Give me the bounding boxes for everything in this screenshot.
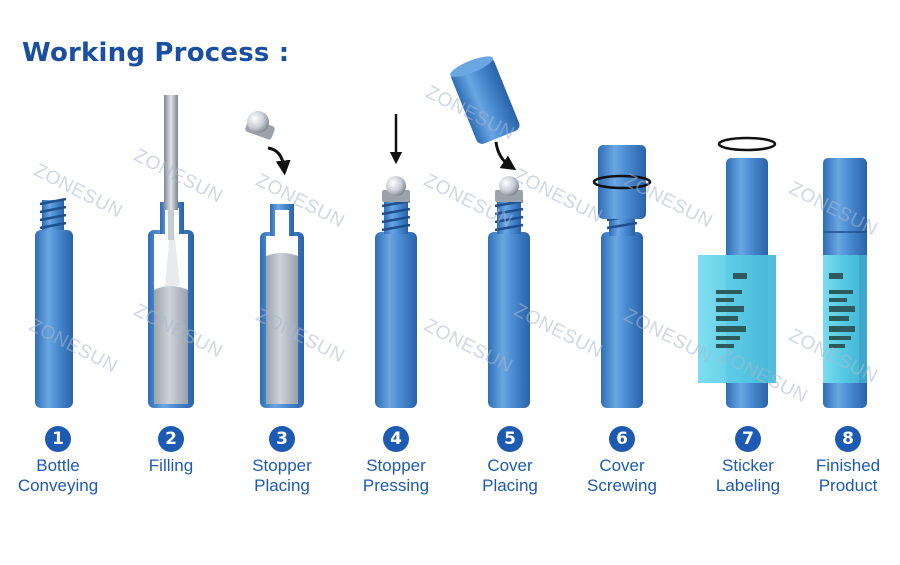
step-label-line2: Product — [818, 476, 878, 495]
step-number-badge: 6 — [609, 426, 635, 452]
bottle-5-cover-placing — [450, 56, 530, 408]
step-number-badge: 7 — [735, 426, 761, 452]
step-5: 5 Cover Placing — [455, 426, 565, 496]
bottle-4-stopper-pressing — [375, 114, 417, 408]
step-4: 4 Stopper Pressing — [341, 426, 451, 496]
bottle-6-cover-screwing — [592, 145, 652, 408]
step-6: 6 Cover Screwing — [567, 426, 677, 496]
bottle-8-finished-product — [823, 158, 867, 408]
step-number-badge: 8 — [835, 426, 861, 452]
bottle-3-stopper-placing — [245, 111, 304, 408]
bottle-7-sticker-labeling — [698, 136, 777, 408]
step-label-line1: Bottle — [36, 456, 80, 475]
rotate-arrow-icon — [592, 174, 652, 190]
step-label-line1: Stopper — [252, 456, 312, 475]
step-1: 1 Bottle Conveying — [3, 426, 113, 496]
rotate-arrow-icon — [717, 136, 777, 152]
down-arrow-icon — [494, 141, 517, 171]
step-label-line1: Cover — [487, 456, 533, 475]
bottle-2-filling — [148, 95, 194, 408]
step-number-badge: 5 — [497, 426, 523, 452]
step-label-line2: Conveying — [17, 476, 99, 495]
step-label-line1: Stopper — [366, 456, 426, 475]
step-label-line2: Labeling — [715, 476, 781, 495]
step-label-line1: Cover — [599, 456, 645, 475]
step-label-line2: Screwing — [587, 476, 657, 495]
step-label-line1: Sticker — [722, 456, 774, 475]
step-label-line1: Filling — [148, 456, 194, 475]
page-title: Working Process : — [22, 38, 290, 68]
step-label-line2: Placing — [254, 476, 310, 495]
step-number-badge: 3 — [269, 426, 295, 452]
filling-needle — [164, 95, 178, 210]
step-8: 8 Finished Product — [793, 426, 900, 496]
step-3: 3 Stopper Placing — [227, 426, 337, 496]
step-number-badge: 1 — [45, 426, 71, 452]
step-number-badge: 4 — [383, 426, 409, 452]
bottle-cap — [450, 56, 520, 144]
step-label-line1: Finished — [815, 456, 881, 475]
step-number-badge: 2 — [158, 426, 184, 452]
step-7: 7 Sticker Labeling — [693, 426, 803, 496]
bottle-1 — [35, 197, 73, 408]
roller-ball-stopper — [245, 111, 275, 140]
step-label-line2: Pressing — [362, 476, 430, 495]
down-arrow-icon — [267, 146, 291, 176]
step-label-line2: Placing — [482, 476, 538, 495]
step-2: 2 Filling — [116, 426, 226, 476]
